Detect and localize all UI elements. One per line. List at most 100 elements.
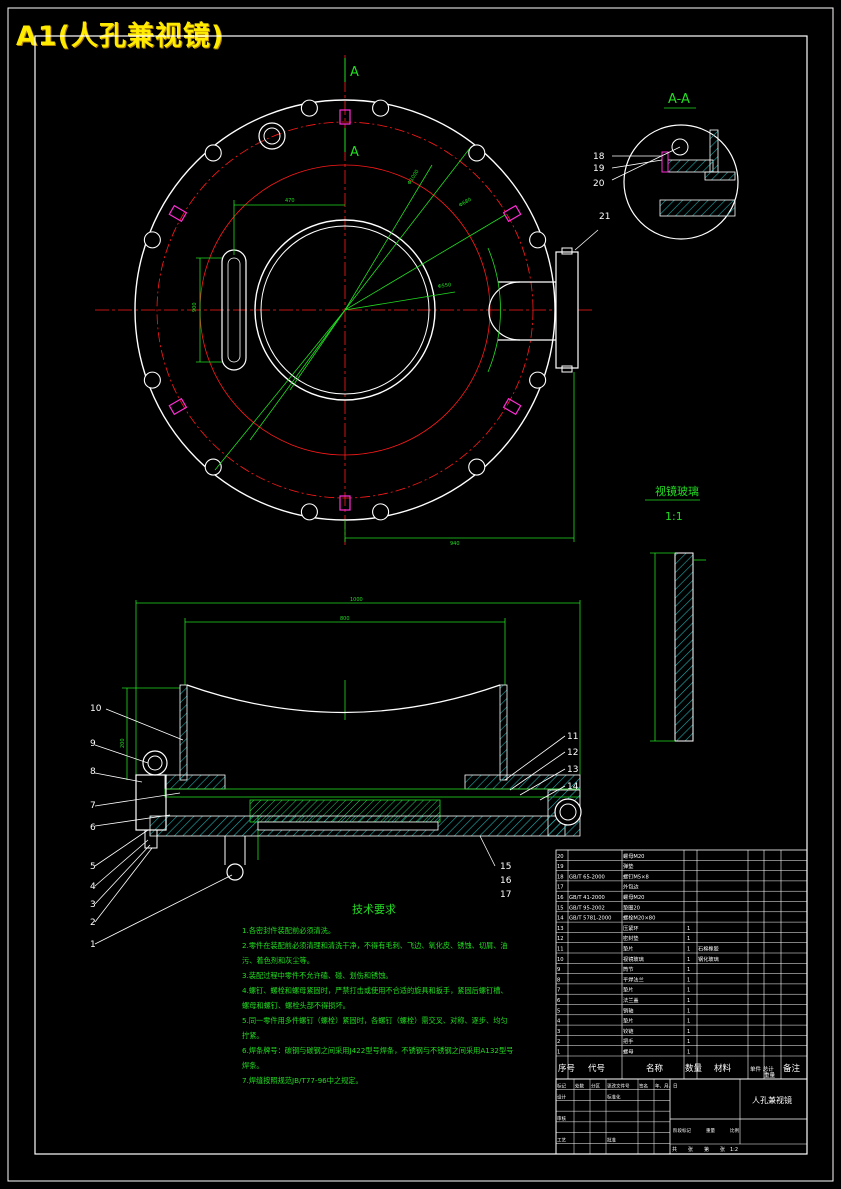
tech-line: 污、着色剂和灰尘等。 <box>242 956 314 965</box>
bom-cell-code: GB/T 5781-2000 <box>569 916 611 922</box>
bom-cell-seq: 10 <box>557 957 564 963</box>
bom-cell-name: 垫片 <box>623 986 633 994</box>
svg-text:1000: 1000 <box>350 597 363 603</box>
title-block: 人孔兼视镜标记处数分区更改文件号签名年、月、日设计标准化审核工艺批准阶段标记重量… <box>555 1078 808 1155</box>
svg-text:Φ1000: Φ1000 <box>407 169 421 186</box>
title-block-label: 签名 <box>639 1083 648 1090</box>
bom-cell-name: 垫圈20 <box>623 903 640 911</box>
bom-cell-qty: 1 <box>687 957 690 963</box>
bom-cell-seq: 2 <box>557 1039 560 1045</box>
balloon-18: 18 <box>593 152 605 162</box>
title-block-label: 重量 <box>706 1127 715 1134</box>
bom-cell-seq: 12 <box>557 936 564 942</box>
tech-line: 6.焊条牌号：碳钢与碳钢之间采用J422型号焊条，不锈钢与不锈钢之间采用A132… <box>242 1046 513 1055</box>
scale-value: 1:2 <box>730 1147 738 1153</box>
bom-header-weight-sub: 重量 <box>764 1071 776 1079</box>
balloon-17: 17 <box>500 890 511 900</box>
bom-cell-name: 螺母 <box>623 1048 633 1056</box>
sheet-info: 张 <box>720 1146 725 1153</box>
bom-cell-seq: 17 <box>557 885 564 891</box>
balloon-21: 21 <box>599 212 610 222</box>
bom-cell-seq: 7 <box>557 988 560 994</box>
balloon-2: 2 <box>90 918 96 928</box>
svg-text:800: 800 <box>340 616 350 622</box>
balloon-6: 6 <box>90 823 96 833</box>
bom-cell-code: GB/T 41-2000 <box>569 895 605 901</box>
sheet-info: 张 <box>688 1146 693 1153</box>
balloon-11: 11 <box>567 732 578 742</box>
bom-cell-seq: 1 <box>557 1050 560 1056</box>
bom-cell-seq: 4 <box>557 1019 561 1025</box>
title-block-label: 工艺 <box>557 1137 566 1143</box>
bom-cell-name: 法兰盖 <box>623 996 639 1004</box>
svg-text:940: 940 <box>450 541 460 547</box>
outer-border <box>7 7 834 1182</box>
bom-cell-material: 钢化玻璃 <box>698 955 719 963</box>
tech-title: 技术要求 <box>352 903 396 916</box>
bom-header-remark: 备注 <box>783 1063 801 1074</box>
bom-cell-name: 密封垫 <box>623 934 639 942</box>
balloon-10: 10 <box>90 704 102 714</box>
balloon-16: 16 <box>500 876 512 886</box>
title-block-label: 分区 <box>591 1083 600 1090</box>
bom-cell-name: 视镜玻璃 <box>623 955 644 963</box>
sheet-info: 共 <box>672 1146 677 1153</box>
title-block-label: 设计 <box>557 1093 566 1100</box>
bom-cell-seq: 5 <box>557 1008 560 1014</box>
glass-detail-title: 视镜玻璃 <box>655 484 699 498</box>
glass-detail: 视镜玻璃 1:1 <box>645 484 706 742</box>
bom-cell-seq: 8 <box>557 977 560 983</box>
bom-cell-name: 筒节 <box>623 965 633 973</box>
bom-cell-qty: 1 <box>687 988 690 994</box>
tech-line: 4.螺钉、螺栓和螺母紧固时，严禁打击或使用不合适的旋具和扳手，紧固后螺钉槽、 <box>242 986 508 995</box>
bom-cell-name: 压紧环 <box>623 924 639 932</box>
balloon-15: 15 <box>500 862 511 872</box>
bom-cell-name: 垫片 <box>623 1017 633 1025</box>
sheet-info: 第 <box>704 1146 709 1153</box>
bom-cell-qty: 1 <box>687 936 690 942</box>
bom-header-name: 名称 <box>646 1063 664 1074</box>
bom-cell-name: 螺栓M20×80 <box>623 914 655 922</box>
balloon-3: 3 <box>90 900 96 910</box>
tech-line: 螺母和螺钉、螺栓头部不得损坏。 <box>242 1001 350 1010</box>
balloon-5: 5 <box>90 862 96 872</box>
tech-line: 2.零件在装配前必须清理和清洗干净，不得有毛刺、飞边、氧化皮、锈蚀、切屑、油 <box>242 941 508 950</box>
balloon-8: 8 <box>90 767 96 777</box>
title-block-label: 比例 <box>730 1127 739 1134</box>
title-block-label: 更改文件号 <box>607 1083 630 1090</box>
section-mark-bottom: A <box>350 145 359 160</box>
drawing-name: 人孔兼视镜 <box>752 1095 792 1105</box>
bom-cell-name: 螺母M20 <box>623 893 644 901</box>
bom-cell-seq: 15 <box>557 905 564 911</box>
bom-cell-name: 平焊法兰 <box>623 975 644 983</box>
svg-text:470: 470 <box>285 198 295 204</box>
section-mark-top: A <box>350 65 359 80</box>
inner-border <box>34 35 808 1155</box>
bom-cell-qty: 1 <box>687 998 690 1004</box>
bom-cell-name: 把手 <box>623 1037 633 1045</box>
bom-cell-seq: 16 <box>557 895 564 901</box>
balloon-13: 13 <box>567 765 578 775</box>
tech-line: 焊条。 <box>242 1061 264 1070</box>
svg-text:900: 900 <box>192 302 198 312</box>
bom-cell-qty: 1 <box>687 1039 690 1045</box>
balloon-7: 7 <box>90 801 96 811</box>
bom-cell-seq: 3 <box>557 1029 560 1035</box>
balloon-14: 14 <box>567 782 579 792</box>
bom-cell-name: 销轴 <box>623 1006 633 1014</box>
section-view: 1000 800 200 <box>94 229 599 945</box>
bom-header-weight: 单件 总计 <box>750 1065 774 1073</box>
title-block-label: 审核 <box>557 1115 566 1122</box>
tech-line: 7.焊缝按照规范JB/T77-96中之规定。 <box>242 1076 363 1085</box>
balloon-19: 19 <box>593 164 605 174</box>
bom-cell-qty: 1 <box>687 1050 690 1056</box>
bom-cell-seq: 18 <box>557 874 564 880</box>
bom-cell-seq: 14 <box>557 916 564 922</box>
bom-cell-name: 铰链 <box>623 1027 634 1035</box>
glass-detail-scale: 1:1 <box>665 510 683 523</box>
bom-cell-name: 外包边 <box>623 883 639 891</box>
tech-line: 拧紧。 <box>242 1031 264 1040</box>
balloon-20: 20 <box>593 179 605 189</box>
bom-cell-qty: 1 <box>687 947 690 953</box>
